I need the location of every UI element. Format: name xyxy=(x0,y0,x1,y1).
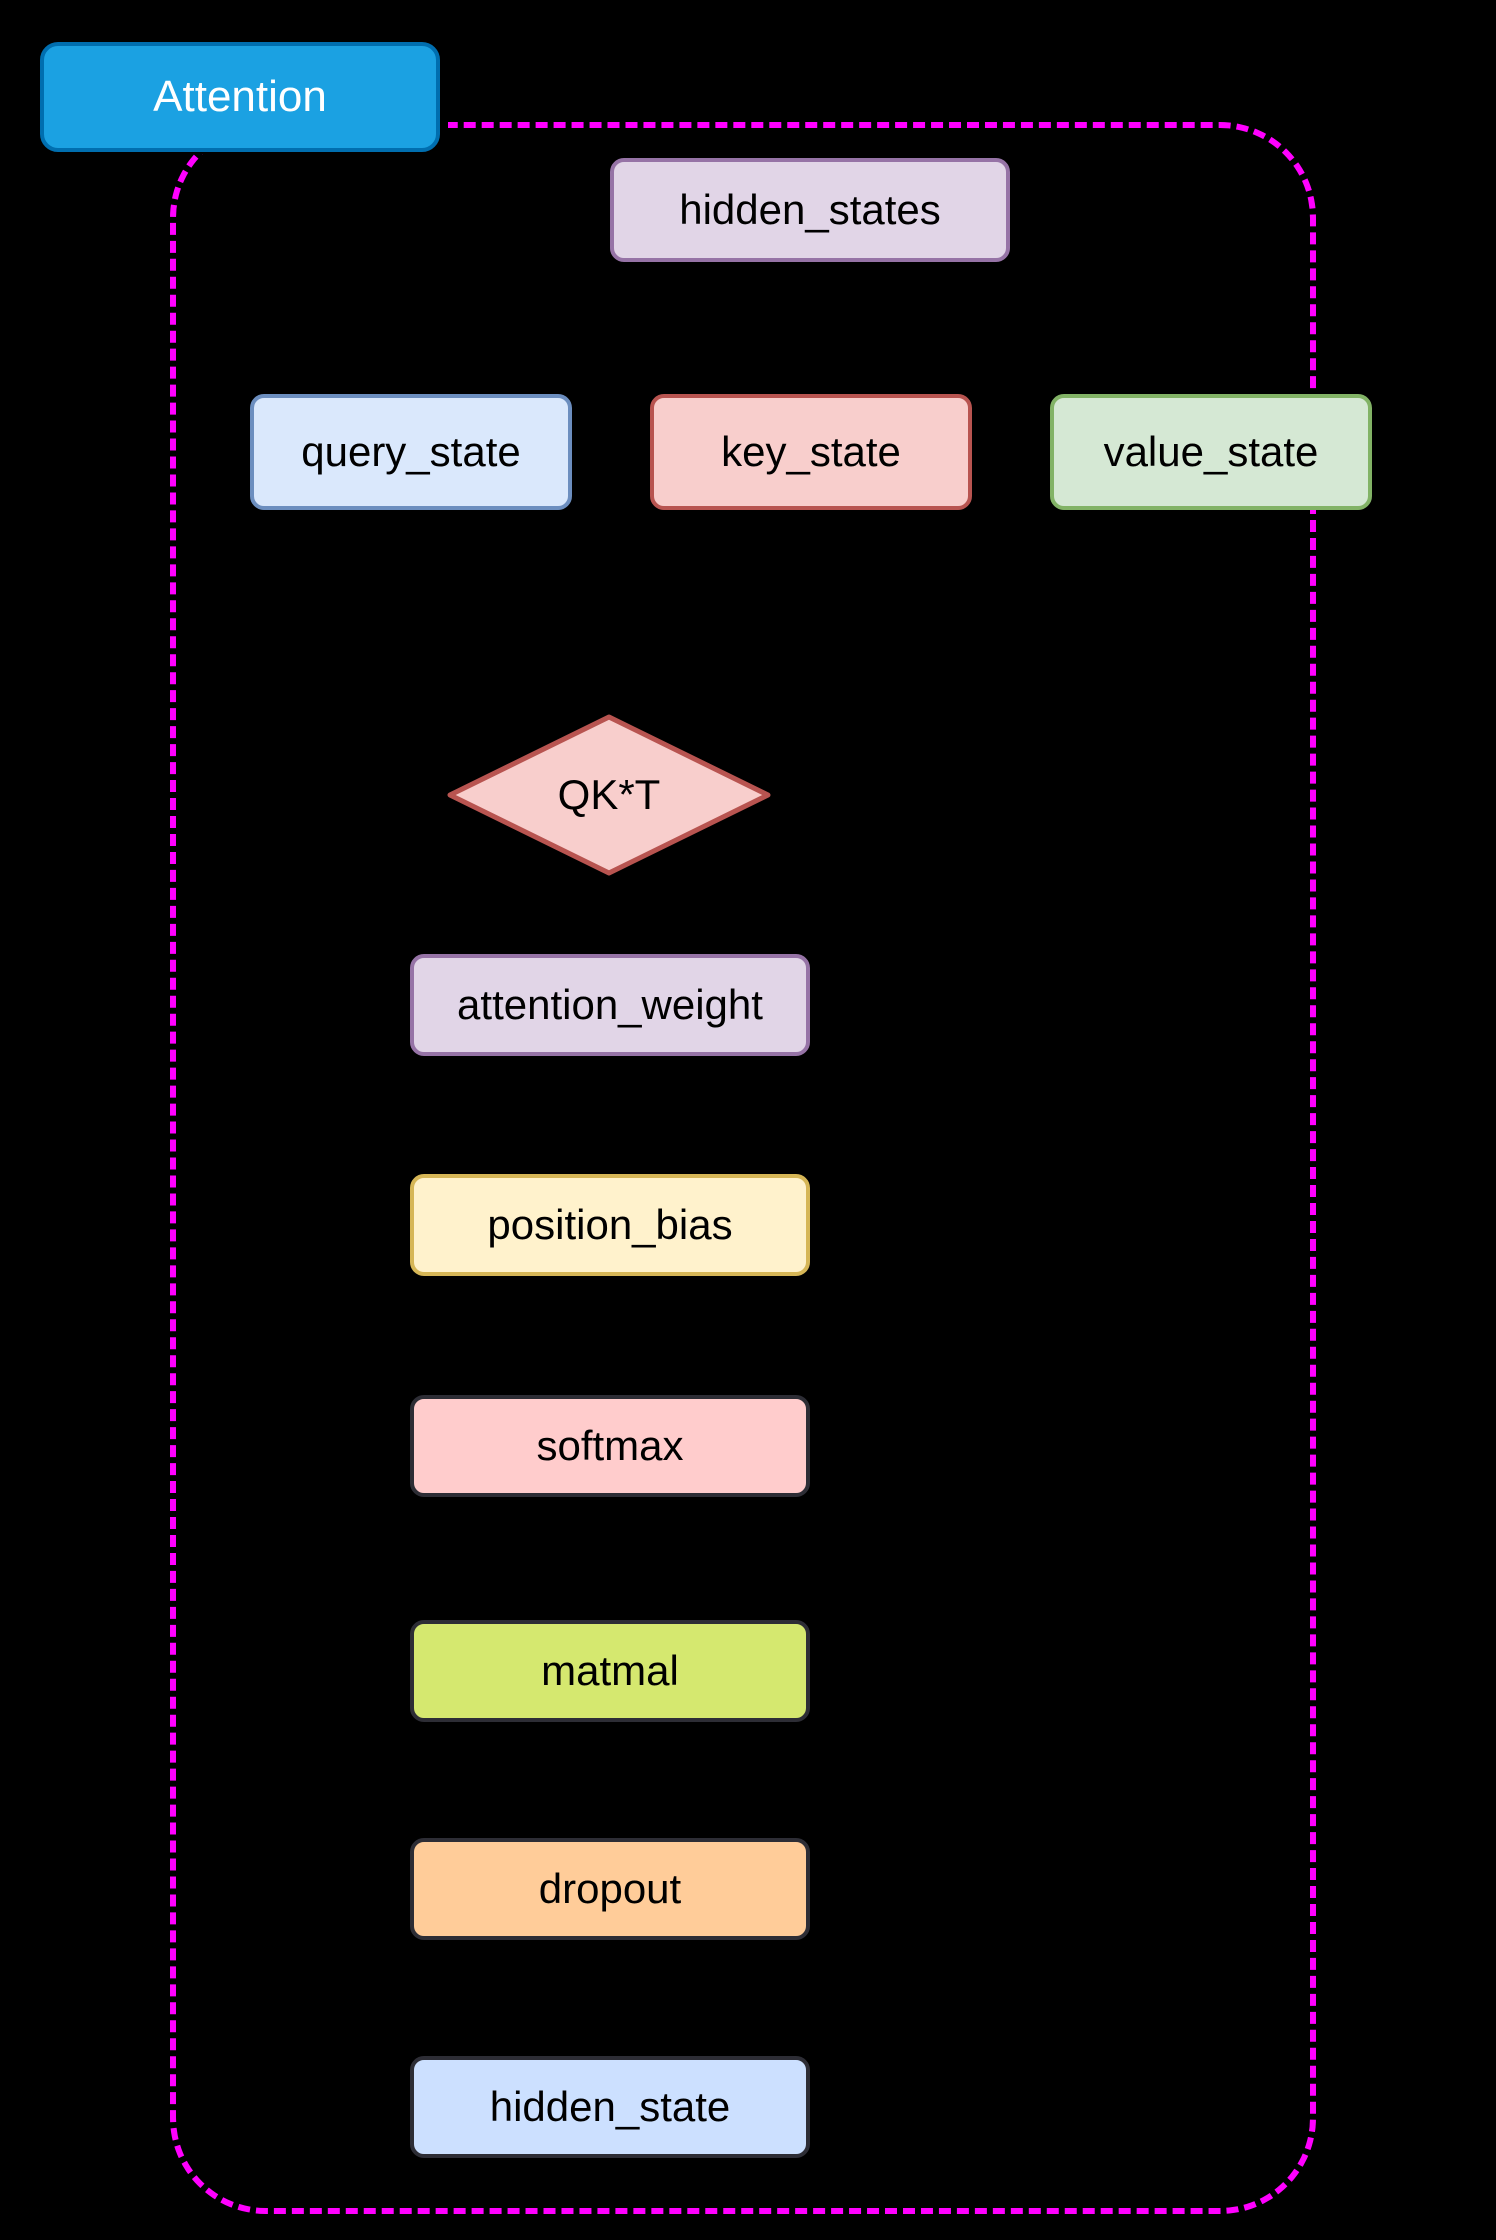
node-key-state[interactable]: key_state xyxy=(650,394,972,510)
node-dropout[interactable]: dropout xyxy=(410,1838,810,1940)
node-qkt-diamond[interactable]: QK*T xyxy=(446,713,772,877)
node-hidden-state[interactable]: hidden_state xyxy=(410,2056,810,2158)
node-attention-weight[interactable]: attention_weight xyxy=(410,954,810,1056)
diamond-shape xyxy=(447,714,771,876)
node-position-bias[interactable]: position_bias xyxy=(410,1174,810,1276)
node-matmal[interactable]: matmal xyxy=(410,1620,810,1722)
subgraph-title-attention[interactable]: Attention xyxy=(40,42,440,152)
node-value-state[interactable]: value_state xyxy=(1050,394,1372,510)
subgraph-boundary xyxy=(170,122,1316,2214)
node-hidden-states[interactable]: hidden_states xyxy=(610,158,1010,262)
node-query-state[interactable]: query_state xyxy=(250,394,572,510)
node-softmax[interactable]: softmax xyxy=(410,1395,810,1497)
